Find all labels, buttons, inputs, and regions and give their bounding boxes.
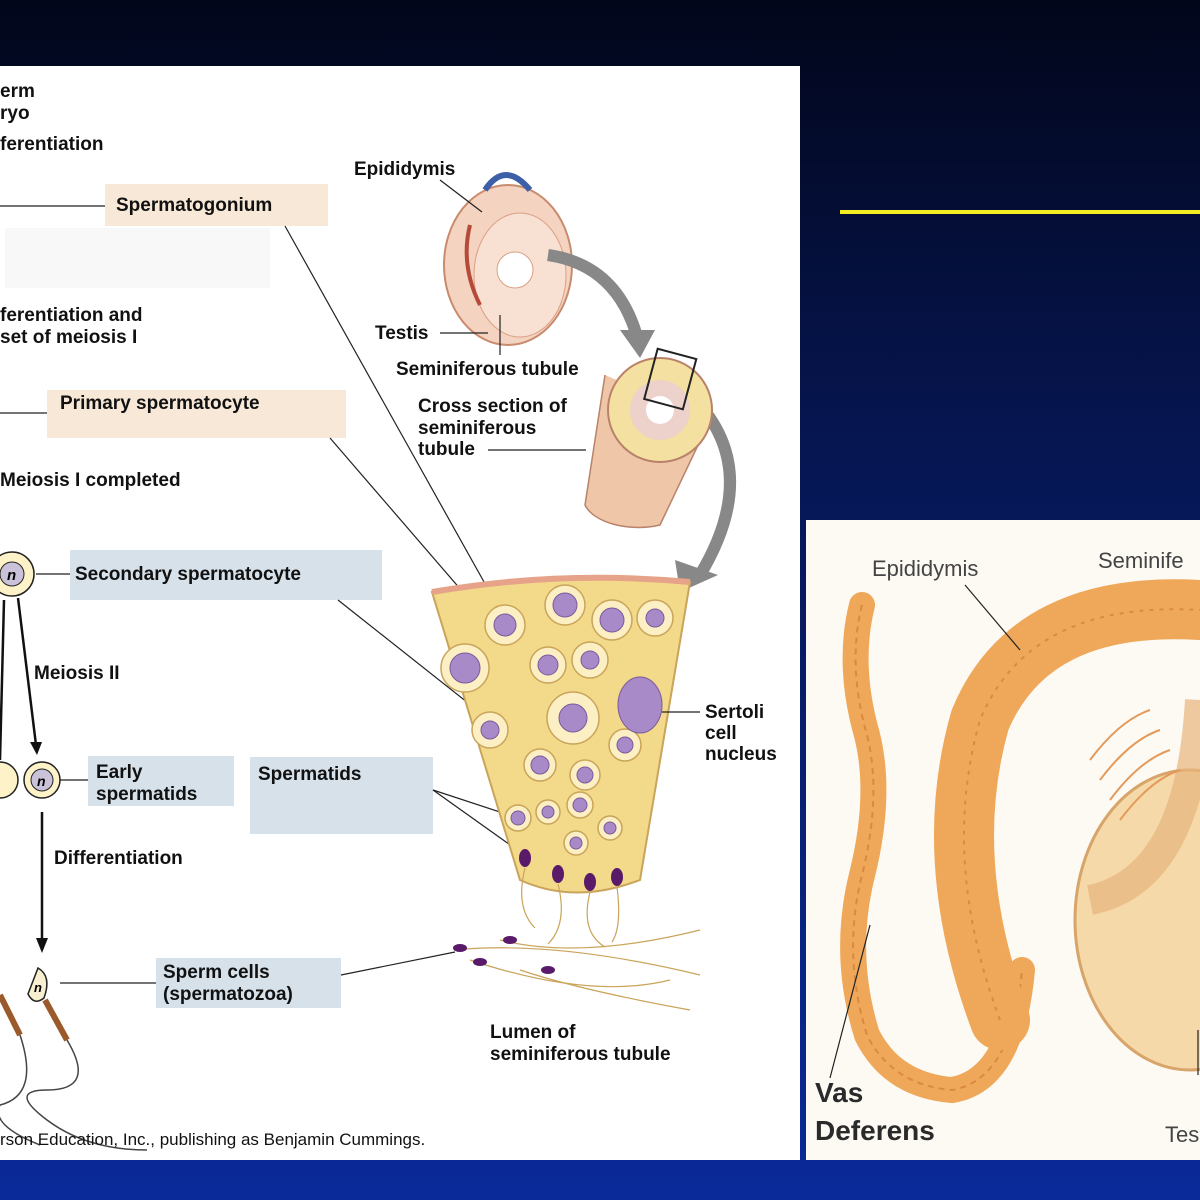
spermatogenesis-diagram: erm ryo ferentiation Spermatogonium fere… bbox=[0, 66, 800, 1160]
primary-spermatocyte-box bbox=[47, 390, 346, 438]
meiosis-ii-label: Meiosis II bbox=[34, 663, 120, 684]
secondary-spermatocyte-cell: n bbox=[0, 551, 35, 597]
early-spermatid-cell-1 bbox=[0, 761, 19, 799]
lumen-label-2: seminiferous tubule bbox=[490, 1044, 671, 1065]
vas-deferens-label-2: Deferens bbox=[815, 1115, 935, 1146]
svg-text:n: n bbox=[34, 980, 42, 995]
epididymis-label: Epididymis bbox=[354, 159, 455, 180]
lumen-label-1: Lumen of bbox=[490, 1022, 576, 1043]
primary-spermatocyte-label: Primary spermatocyte bbox=[60, 393, 260, 414]
secondary-spermatocyte-label: Secondary spermatocyte bbox=[75, 564, 301, 585]
cross-section-label-1: Cross section of bbox=[418, 396, 568, 417]
curved-arrow-1 bbox=[547, 249, 644, 342]
early-spermatids-label-2: spermatids bbox=[96, 784, 197, 805]
credit-text: rson Education, Inc., publishing as Benj… bbox=[0, 1130, 425, 1149]
tubule-tissue-section bbox=[430, 574, 701, 1011]
top-text-2: ryo bbox=[0, 103, 30, 124]
differentiation-meiosis-label-2: set of meiosis I bbox=[0, 327, 137, 348]
top-text-1: erm bbox=[0, 81, 35, 102]
cross-section-label-2: seminiferous bbox=[418, 418, 536, 439]
early-spermatid-cell-2: n bbox=[23, 761, 61, 799]
sperm-cells-label-2: (spermatozoa) bbox=[163, 984, 293, 1005]
meiosis-i-label: Meiosis I completed bbox=[0, 470, 181, 491]
step-differentiation-label: ferentiation bbox=[0, 134, 103, 155]
vas-deferens-label-1: Vas bbox=[815, 1077, 863, 1108]
spermatids-label: Spermatids bbox=[258, 764, 361, 785]
differentiation-meiosis-label-1: ferentiation and bbox=[0, 305, 143, 326]
epididymis-right-label: Epididymis bbox=[872, 556, 978, 581]
testis-label: Testis bbox=[375, 323, 429, 344]
seminiferous-tubule-label: Seminiferous tubule bbox=[396, 359, 579, 380]
svg-text:n: n bbox=[7, 567, 16, 584]
testis-anatomy-svg: Epididymis Seminife Vas Deferens Tes bbox=[815, 548, 1200, 1147]
testis-right-label: Tes bbox=[1165, 1122, 1199, 1147]
sertoli-label-1: Sertoli bbox=[705, 702, 764, 723]
yellow-accent-line bbox=[840, 210, 1200, 214]
sertoli-label-2: cell bbox=[705, 723, 737, 744]
spermatogonium-box bbox=[105, 184, 328, 226]
sperm-cells-box bbox=[156, 958, 341, 1008]
early-spermatids-box bbox=[88, 756, 234, 806]
testis-anatomy-diagram: Epididymis Seminife Vas Deferens Tes bbox=[806, 520, 1200, 1160]
sperm-cells-illustration: n bbox=[0, 966, 148, 1151]
spermatogenesis-svg: erm ryo ferentiation Spermatogonium fere… bbox=[0, 81, 777, 1151]
cross-section-label-3: tubule bbox=[418, 439, 475, 460]
sperm-cells-label-1: Sperm cells bbox=[163, 962, 270, 983]
spermatogonium-label: Spermatogonium bbox=[116, 195, 272, 216]
early-spermatids-label-1: Early bbox=[96, 762, 143, 783]
seminiferous-right-label: Seminife bbox=[1098, 548, 1184, 573]
svg-text:n: n bbox=[37, 773, 46, 789]
faded-smudge bbox=[5, 228, 270, 288]
differentiation-label: Differentiation bbox=[54, 848, 183, 869]
sertoli-label-3: nucleus bbox=[705, 744, 777, 765]
spermatids-box bbox=[250, 757, 433, 834]
testis-illustration bbox=[443, 172, 573, 346]
secondary-spermatocyte-box bbox=[70, 550, 382, 600]
curved-arrow-2 bbox=[694, 401, 736, 579]
cross-section-illustration bbox=[584, 347, 713, 529]
